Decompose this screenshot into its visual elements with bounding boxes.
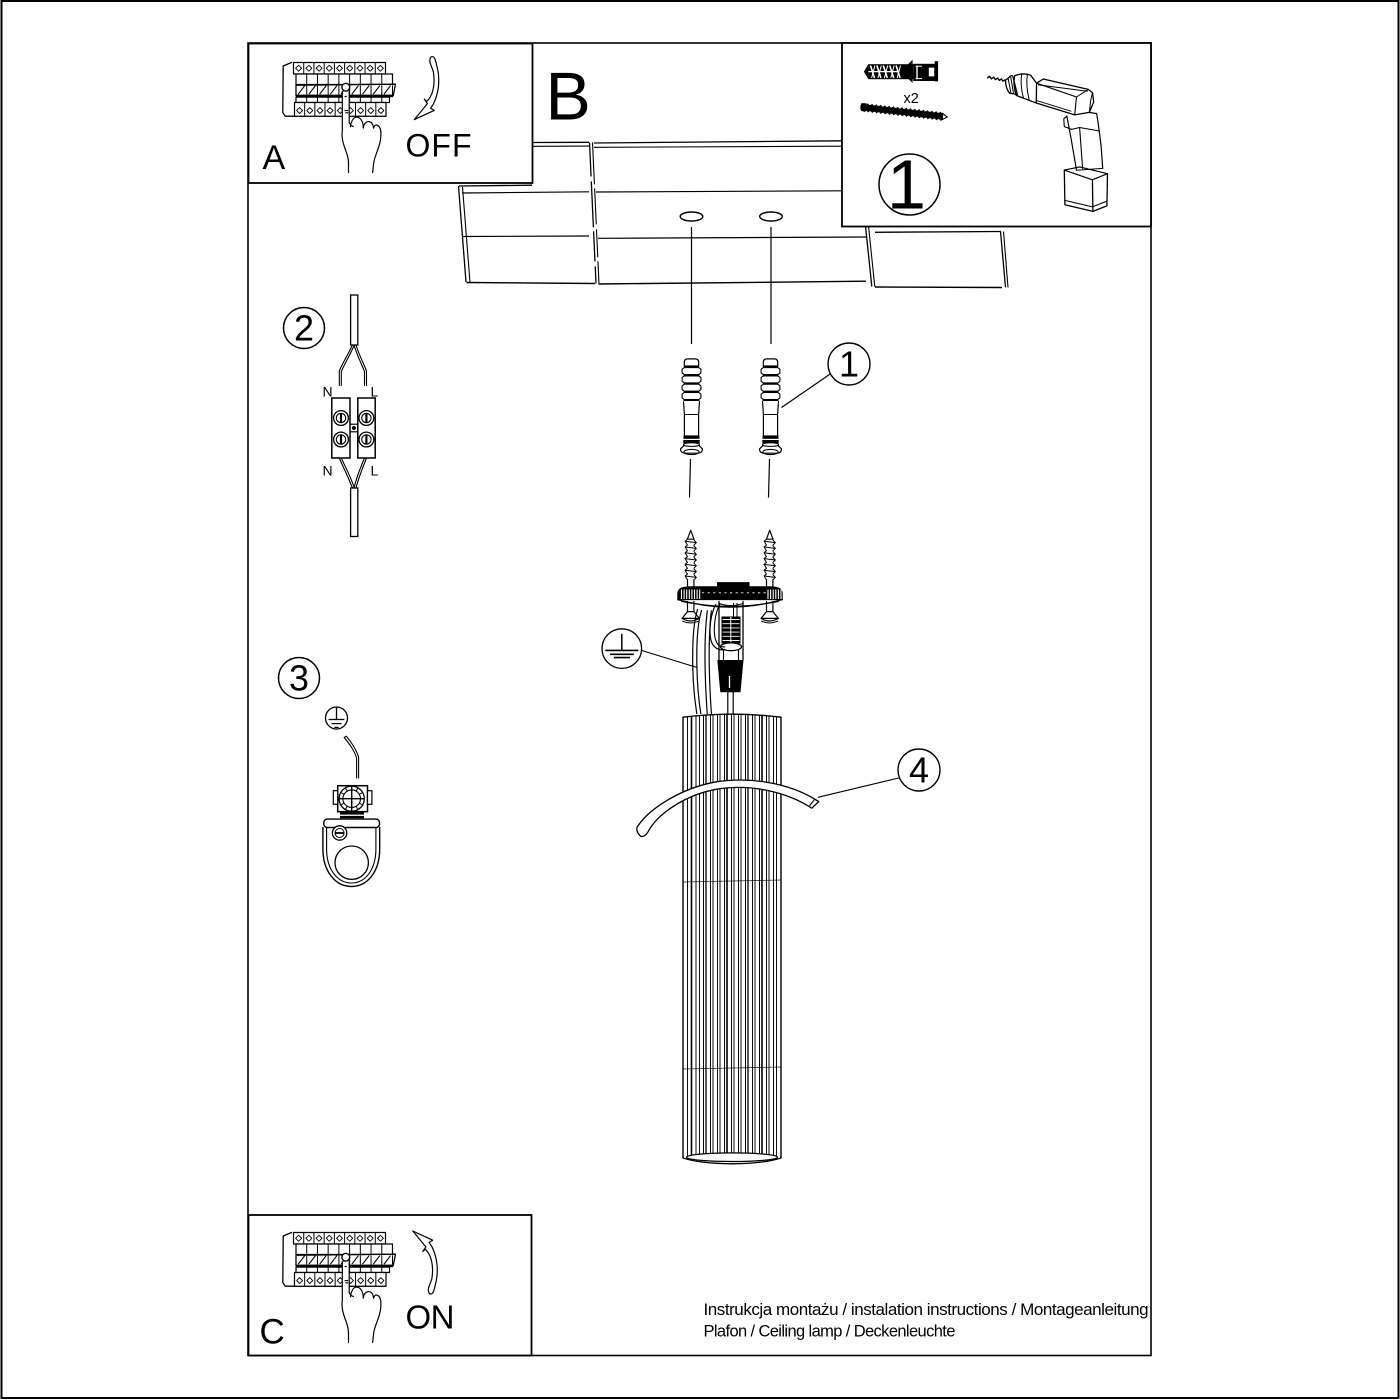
svg-text:4: 4 (909, 750, 929, 791)
svg-text:x2: x2 (904, 91, 919, 107)
svg-text:A: A (263, 139, 286, 177)
svg-text:1: 1 (839, 344, 859, 385)
svg-text:Plafon / Ceiling lamp / Decken: Plafon / Ceiling lamp / Deckenleuchte (704, 1323, 956, 1341)
svg-text:B: B (546, 59, 591, 135)
svg-text:3: 3 (289, 658, 309, 699)
svg-text:Instrukcja montażu / instalati: Instrukcja montażu / instalation instruc… (704, 1300, 1149, 1319)
svg-text:OFF: OFF (406, 128, 473, 164)
svg-text:ON: ON (406, 1299, 455, 1336)
svg-text:2: 2 (294, 308, 314, 349)
svg-text:N: N (323, 384, 333, 400)
svg-text:L: L (371, 463, 379, 479)
svg-text:L: L (371, 384, 379, 400)
svg-text:1: 1 (887, 146, 926, 224)
svg-text:N: N (323, 463, 333, 479)
svg-text:C: C (260, 1312, 285, 1351)
